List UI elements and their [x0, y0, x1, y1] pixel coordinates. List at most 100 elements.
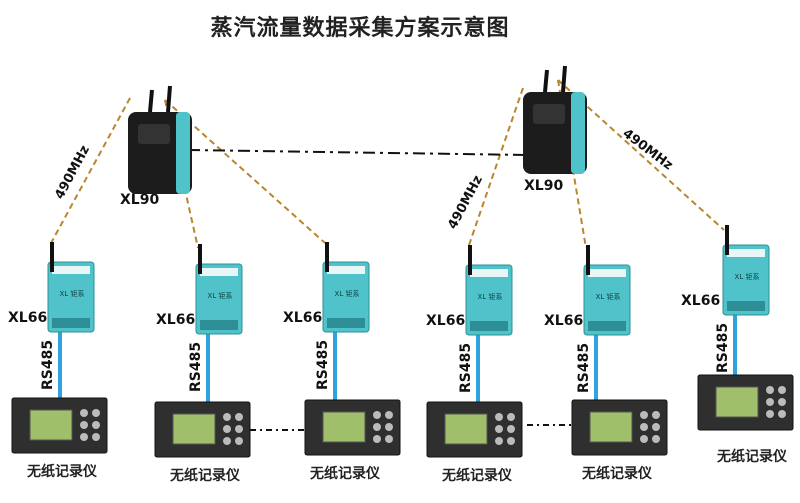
rs485-label: RS485 [188, 342, 204, 392]
frequency-label: 490MHz [620, 126, 676, 173]
node-xl66: XL 钜系 [47, 242, 95, 333]
paperless-recorder [154, 401, 251, 458]
recorder-screen [715, 386, 759, 418]
gateway-link [187, 149, 529, 156]
recorder-caption: 无纸记录仪 [717, 449, 787, 465]
node-brand-text: XL 钜系 [208, 291, 233, 300]
gateway-label: XL90 [524, 178, 563, 194]
node-body [583, 264, 631, 336]
gateway-xl90 [128, 85, 192, 194]
recorder-key-icon [223, 437, 231, 445]
node-body [465, 264, 513, 336]
recorder-caption: 无纸记录仪 [170, 468, 240, 484]
recorder-key-icon [373, 423, 381, 431]
recorder-key-icon [385, 435, 393, 443]
recorder-key-icon [507, 425, 515, 433]
recorder-caption: 无纸记录仪 [310, 466, 380, 482]
recorder-key-icon [640, 435, 648, 443]
rs485-label: RS485 [40, 340, 56, 390]
radio-link [49, 97, 131, 246]
recorder-key-icon [640, 411, 648, 419]
node-label: XL66 [544, 313, 583, 329]
node-brand-text: XL 钜系 [596, 292, 621, 301]
recorder-screen [444, 413, 488, 445]
recorder-key-icon [92, 421, 100, 429]
rs485-label: RS485 [458, 343, 474, 393]
recorder-key-icon [385, 411, 393, 419]
rs485-label: RS485 [576, 343, 592, 393]
paperless-recorder [571, 399, 668, 456]
terminal-strip [52, 266, 90, 274]
recorder-key-icon [640, 423, 648, 431]
recorder-key-icon [385, 423, 393, 431]
paperless-recorder [426, 401, 523, 458]
node-body [47, 261, 95, 333]
recorder-key-icon [92, 409, 100, 417]
recorder-key-icon [778, 410, 786, 418]
rs485-label: RS485 [315, 340, 331, 390]
recorder-key-icon [495, 413, 503, 421]
recorder-key-icon [507, 413, 515, 421]
paperless-recorder [11, 397, 108, 454]
terminal-strip [588, 321, 626, 331]
node-brand-text: XL 钜系 [478, 292, 503, 301]
recorder-key-icon [80, 433, 88, 441]
node-label: XL66 [8, 310, 47, 326]
recorder-screen [589, 411, 633, 443]
node-label: XL66 [283, 310, 322, 326]
gateway-vent [138, 124, 170, 144]
node-xl66: XL 钜系 [583, 245, 631, 336]
recorder-key-icon [778, 398, 786, 406]
node-label: XL66 [681, 293, 720, 309]
paperless-recorder [304, 399, 401, 456]
recorder-key-icon [80, 409, 88, 417]
terminal-strip [588, 269, 626, 277]
node-body [322, 261, 370, 333]
gateway-vent [533, 104, 565, 124]
recorder-key-icon [223, 413, 231, 421]
node-xl66: XL 钜系 [195, 244, 243, 335]
recorder-key-icon [235, 413, 243, 421]
terminal-strip [327, 266, 365, 274]
node-xl66: XL 钜系 [465, 245, 513, 336]
node-label: XL66 [426, 313, 465, 329]
terminal-strip [327, 318, 365, 328]
paperless-recorder [697, 374, 794, 431]
terminal-strip [200, 320, 238, 330]
gateway-label: XL90 [120, 192, 159, 208]
node-label: XL66 [156, 312, 195, 328]
recorder-caption: 无纸记录仪 [27, 464, 97, 480]
recorder-key-icon [766, 410, 774, 418]
radio-link [557, 79, 725, 231]
recorder-key-icon [652, 435, 660, 443]
terminal-strip [52, 318, 90, 328]
gateway-side-panel [176, 112, 190, 194]
node-brand-text: XL 钜系 [735, 272, 760, 281]
terminal-strip [727, 301, 765, 311]
recorder-screen [29, 409, 73, 441]
radio-link [467, 87, 524, 249]
recorder-key-icon [652, 423, 660, 431]
recorder-key-icon [495, 425, 503, 433]
recorder-screen [172, 413, 216, 445]
recorder-key-icon [235, 425, 243, 433]
recorder-key-icon [652, 411, 660, 419]
gateway-xl90 [523, 65, 587, 174]
terminal-strip [470, 269, 508, 277]
node-brand-text: XL 钜系 [60, 289, 85, 298]
recorder-screen [322, 411, 366, 443]
recorder-key-icon [778, 386, 786, 394]
terminal-strip [200, 268, 238, 276]
frequency-label: 490MHz [445, 173, 486, 232]
recorder-key-icon [223, 425, 231, 433]
gateway-side-panel [571, 92, 585, 174]
recorder-key-icon [766, 386, 774, 394]
recorder-caption: 无纸记录仪 [442, 468, 512, 484]
diagram-title: 蒸汽流量数据采集方案示意图 [210, 16, 510, 41]
rs485-label: RS485 [715, 323, 731, 373]
terminal-strip [470, 321, 508, 331]
frequency-label: 490MHz [52, 143, 93, 202]
node-body [195, 263, 243, 335]
recorder-key-icon [373, 411, 381, 419]
